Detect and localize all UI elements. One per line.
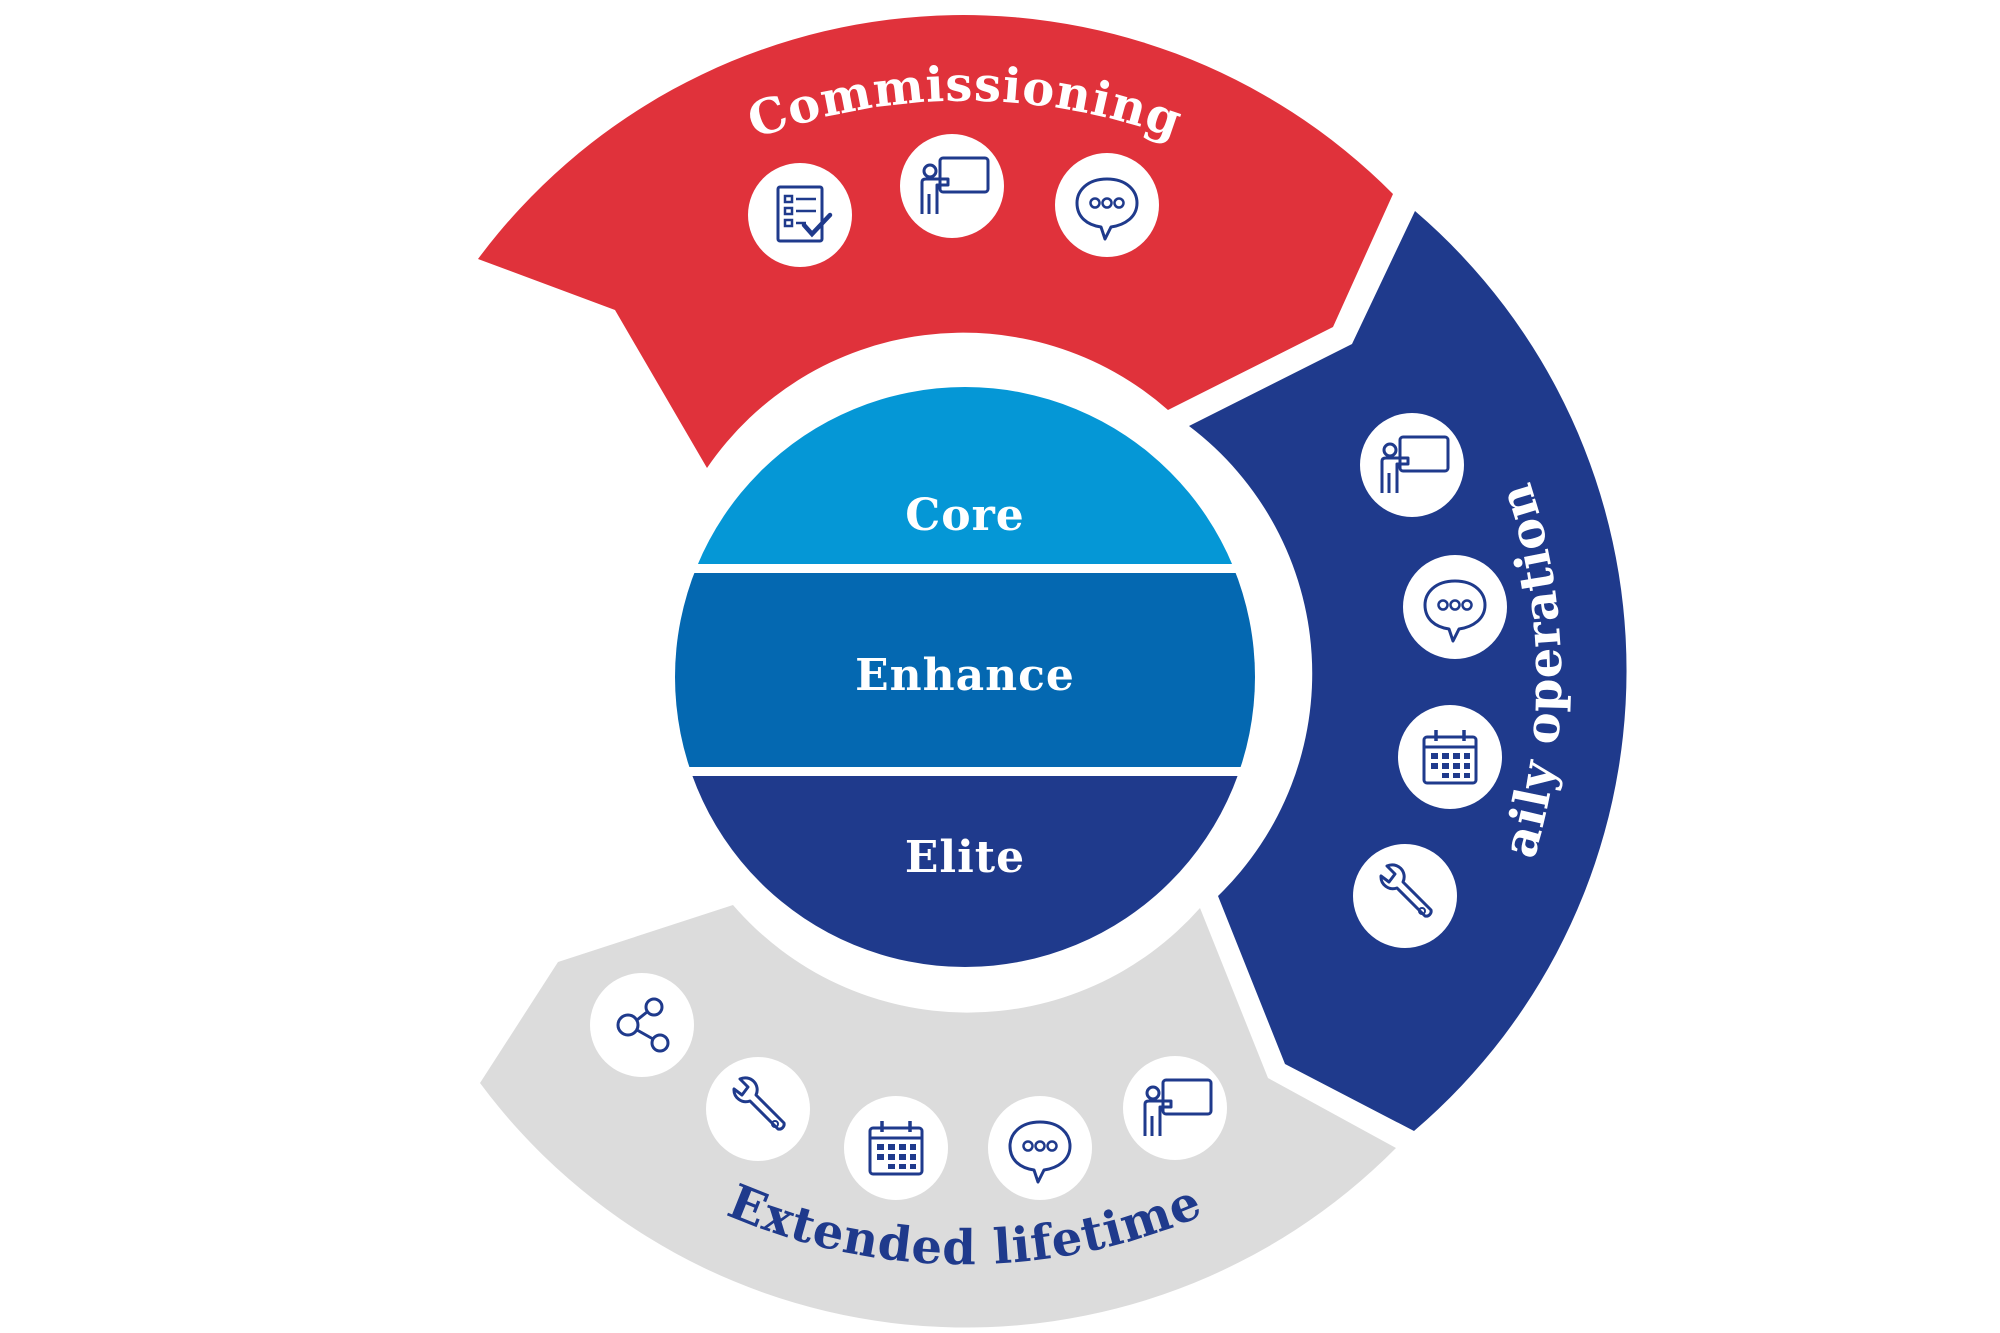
tier-core-label: Core xyxy=(905,490,1025,541)
presentation-icon xyxy=(1360,413,1464,517)
chat-bubble-icon xyxy=(1403,555,1507,659)
chat-bubble-icon xyxy=(1055,153,1159,257)
commissioning-segment xyxy=(478,15,1393,469)
presentation-icon xyxy=(900,134,1004,238)
calendar-icon xyxy=(844,1096,948,1200)
calendar-icon xyxy=(1398,705,1502,809)
share-icon xyxy=(590,973,694,1077)
checklist-icon xyxy=(748,163,852,267)
wrench-icon xyxy=(706,1057,810,1161)
chat-bubble-icon xyxy=(988,1096,1092,1200)
tier-enhance xyxy=(675,573,1255,767)
tier-elite-label: Elite xyxy=(905,832,1025,883)
tier-enhance-label: Enhance xyxy=(855,650,1075,701)
presentation-icon xyxy=(1123,1056,1227,1160)
daily-operations-segment xyxy=(1189,211,1627,1131)
extended-lifetime-segment xyxy=(480,905,1396,1328)
wrench-icon xyxy=(1353,844,1457,948)
